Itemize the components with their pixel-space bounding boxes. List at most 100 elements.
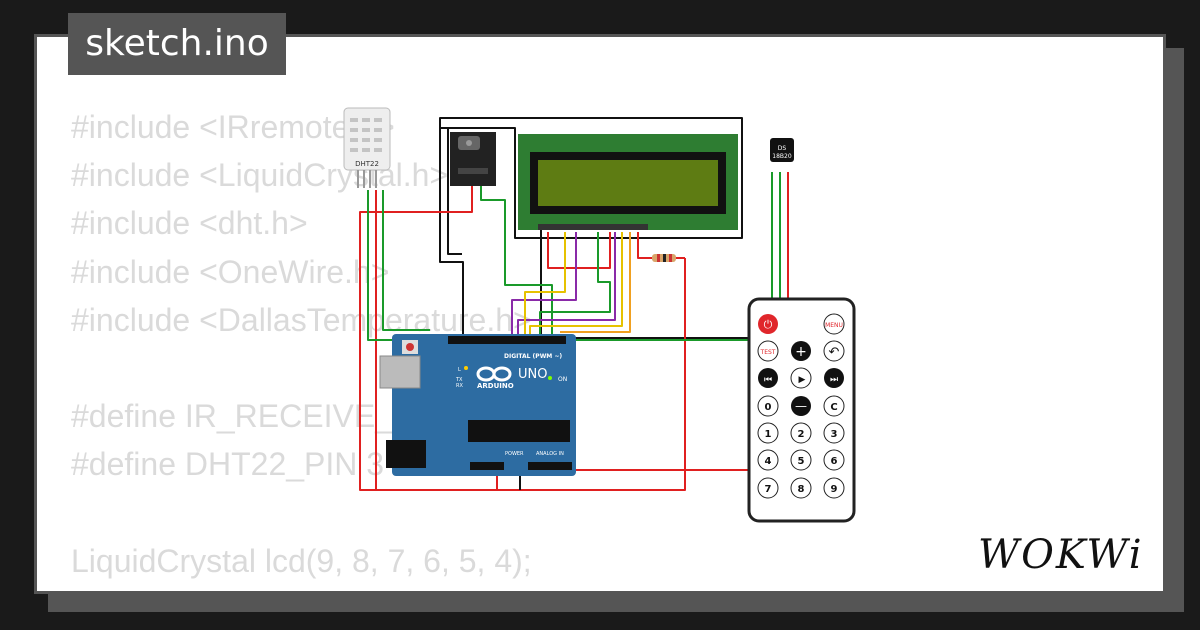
ir-remote[interactable]: ⏻ MENU TEST + ↶ ⏮ ▶ ⏭ 0 — C 1 2 3 4 5 <box>747 297 856 523</box>
minus-button[interactable] <box>791 396 811 416</box>
code-line: #include <DallasTemperature.h> <box>71 301 532 338</box>
wire-black-gnd <box>439 120 464 340</box>
key-3[interactable] <box>823 422 845 444</box>
key-4[interactable] <box>757 449 779 471</box>
wire-black-ir-gnd <box>447 128 462 255</box>
key-4-label: 4 <box>765 456 772 467</box>
key-6[interactable] <box>823 449 845 471</box>
ir-receiver-header <box>458 168 488 174</box>
key-6-label: 6 <box>831 456 838 467</box>
plus-button[interactable] <box>791 341 811 361</box>
power-label: POWER <box>505 451 524 457</box>
digital-header <box>448 336 566 344</box>
dht22-label: DHT22 <box>355 160 379 168</box>
key-3-label: 3 <box>831 429 838 440</box>
code-line: #define DHT22_PIN 3 <box>71 446 385 483</box>
tx-label: TX <box>455 377 463 383</box>
wire-orange <box>560 232 631 333</box>
prev-icon: ⏮ <box>764 375 772 385</box>
wire-green-dht-2 <box>382 190 430 331</box>
play-icon: ▶ <box>799 375 806 385</box>
atmega-chip <box>468 420 570 442</box>
play-button[interactable] <box>790 367 812 389</box>
resistor <box>652 254 676 262</box>
minus-label: — <box>795 399 807 413</box>
key-9-label: 9 <box>831 484 838 495</box>
dht22-grille <box>350 118 382 152</box>
key-8[interactable] <box>790 477 812 499</box>
test-button[interactable] <box>757 340 779 362</box>
analog-header <box>528 462 572 470</box>
next-icon: ⏭ <box>830 375 838 385</box>
ds18b20-sensor[interactable]: DS 18B20 <box>770 138 794 162</box>
key-8-label: 8 <box>798 484 805 495</box>
lcd-display[interactable] <box>518 134 738 230</box>
reset-button-cap <box>406 343 414 351</box>
l-label: L <box>458 367 461 373</box>
key-c[interactable] <box>823 395 845 417</box>
wire-red-vcc <box>359 185 686 491</box>
key-c-label: C <box>830 402 837 413</box>
key-2[interactable] <box>790 422 812 444</box>
usb-port <box>379 355 421 389</box>
wokwi-logo: WOKWi <box>978 532 1144 578</box>
power-header <box>470 462 504 470</box>
next-button[interactable] <box>824 368 844 388</box>
ir-receiver-lens <box>466 140 472 146</box>
ds18b20-label-2: 18B20 <box>772 153 792 160</box>
ds18b20-label-1: DS <box>778 145 787 152</box>
test-label: TEST <box>760 349 776 356</box>
on-led <box>548 376 552 380</box>
file-title-tab[interactable]: sketch.ino <box>68 13 286 75</box>
plus-label: + <box>795 344 807 360</box>
back-button[interactable] <box>823 340 845 362</box>
wire-yellow-1 <box>524 232 566 334</box>
lcd-pin-header <box>538 224 648 230</box>
code-line: #include <LiquidCrystal.h> <box>71 157 449 194</box>
key-0-label: 0 <box>765 402 772 413</box>
key-7[interactable] <box>757 477 779 499</box>
code-line: LiquidCrystal lcd(9, 8, 7, 6, 5, 4); <box>71 542 532 579</box>
power-icon: ⏻ <box>764 318 773 331</box>
wire-green-lcd <box>539 232 611 334</box>
ds18b20-body <box>770 138 794 162</box>
ir-receiver[interactable] <box>450 132 496 186</box>
power-button[interactable] <box>758 314 778 334</box>
arduino-model: UNO <box>518 367 547 382</box>
arduino-logo-icon <box>476 366 512 382</box>
wire-green-ir <box>480 185 553 334</box>
key-5[interactable] <box>790 449 812 471</box>
prev-button[interactable] <box>758 368 778 388</box>
wire-red-lcd-vdd <box>547 232 611 269</box>
lcd-screen <box>538 160 718 206</box>
l-led <box>464 366 468 370</box>
dht22-sensor[interactable]: DHT22 <box>343 107 391 188</box>
digital-label: DIGITAL (PWM ~) <box>504 353 562 360</box>
code-line: dht DHT; <box>71 585 532 592</box>
wire-purple-1 <box>511 232 577 334</box>
rx-label: RX <box>456 383 463 389</box>
key-9[interactable] <box>823 477 845 499</box>
wire-red-lcd-a <box>637 232 652 259</box>
code-line: #include <dht.h> <box>71 205 308 242</box>
on-label: ON <box>558 376 567 383</box>
dht22-pins <box>357 170 377 188</box>
arduino-uno[interactable]: UNO ARDUINO DIGITAL (PWM ~) ON L TX RX P… <box>379 334 576 476</box>
menu-label: MENU <box>825 322 843 329</box>
arduino-brand: ARDUINO <box>477 382 514 390</box>
wire-green-dht-data <box>367 190 392 341</box>
key-5-label: 5 <box>798 456 805 467</box>
key-1-label: 1 <box>765 429 772 440</box>
code-line: #include <OneWire.h> <box>71 253 390 290</box>
wire-purple-2 <box>517 232 616 334</box>
back-icon: ↶ <box>829 345 840 360</box>
key-0[interactable] <box>757 395 779 417</box>
wire-black-lcd-gnd <box>540 230 764 339</box>
key-2-label: 2 <box>798 429 805 440</box>
key-7-label: 7 <box>765 484 772 495</box>
power-jack <box>386 440 426 468</box>
analog-label: ANALOG IN <box>536 451 564 457</box>
menu-button[interactable] <box>823 313 845 335</box>
key-1[interactable] <box>757 422 779 444</box>
